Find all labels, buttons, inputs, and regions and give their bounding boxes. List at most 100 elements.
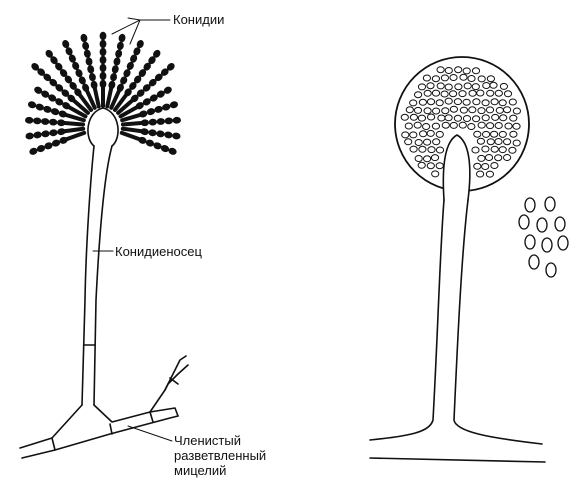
sterigma (95, 87, 99, 107)
spore (474, 131, 481, 137)
free-spore (529, 255, 539, 269)
spore (454, 115, 461, 121)
conidium (100, 72, 107, 80)
spore (455, 67, 462, 73)
spore (402, 132, 409, 138)
spore (477, 171, 484, 177)
spore (469, 90, 476, 96)
spore (445, 98, 452, 104)
spore (469, 107, 476, 113)
spore (478, 108, 485, 114)
conidium (111, 64, 119, 74)
spore (486, 107, 493, 113)
spore (418, 115, 425, 121)
spore (415, 140, 422, 146)
conidium (85, 57, 93, 67)
spore (474, 163, 481, 169)
conidium (42, 105, 52, 114)
spore (487, 76, 494, 82)
substrate-line (370, 458, 545, 462)
spore (491, 146, 498, 152)
conidium (90, 80, 98, 90)
spore (445, 115, 452, 121)
spore (432, 90, 439, 96)
conidium (41, 118, 50, 125)
spore (463, 68, 470, 74)
spore (414, 122, 421, 128)
spore (478, 122, 485, 128)
spore (419, 99, 426, 105)
spore (415, 92, 422, 98)
spore (483, 83, 490, 89)
conidium (172, 117, 181, 124)
conidium (148, 118, 157, 125)
spore (472, 84, 479, 90)
conidium (50, 107, 60, 116)
conidium (35, 103, 45, 112)
spore (483, 131, 490, 137)
spore (468, 76, 475, 82)
spore (513, 123, 520, 129)
free-spore (555, 217, 565, 231)
spore (405, 139, 412, 145)
spore (495, 123, 502, 129)
free-spore (537, 218, 547, 232)
spore (438, 115, 445, 121)
spore (460, 74, 467, 80)
spore (436, 147, 443, 153)
free-spore (525, 235, 535, 249)
conidium (100, 80, 107, 88)
spore (427, 163, 434, 169)
spore (459, 91, 466, 97)
conidium (100, 56, 107, 64)
spore (495, 155, 502, 161)
spore (509, 99, 516, 105)
spore (500, 83, 507, 89)
spore (441, 91, 448, 97)
spore (487, 139, 494, 145)
spore (437, 83, 444, 89)
spore (510, 131, 517, 137)
spore (499, 131, 506, 137)
conidium (114, 49, 122, 59)
sterigma (63, 129, 83, 132)
spore (432, 76, 439, 82)
label-conidia: Конидии (173, 12, 224, 27)
conidium (148, 129, 157, 137)
spore (418, 162, 425, 168)
spore (505, 123, 512, 129)
spore (450, 91, 457, 97)
conidium (81, 41, 89, 51)
spore (442, 122, 449, 128)
free-spore (558, 236, 568, 250)
conidium (87, 64, 95, 74)
conidium (100, 40, 107, 48)
spore (504, 91, 511, 97)
free-spore (525, 198, 535, 212)
spore (410, 132, 417, 138)
conidium (25, 117, 34, 124)
spore (433, 139, 440, 145)
spore (459, 122, 466, 128)
spore (441, 75, 448, 81)
sterigma (63, 123, 83, 125)
conidium (164, 117, 173, 124)
spore (432, 123, 439, 129)
spore (424, 90, 431, 96)
spore (454, 99, 461, 105)
spore (418, 84, 425, 90)
spore (424, 156, 431, 162)
released-spores (519, 197, 568, 277)
conidium (156, 130, 165, 138)
conidium (113, 57, 121, 67)
spore (490, 82, 497, 88)
spore (455, 84, 462, 90)
spore (487, 90, 494, 96)
spore (499, 147, 506, 153)
conidium (172, 132, 181, 140)
conidium (164, 131, 173, 139)
spore (509, 147, 516, 153)
spore (473, 99, 480, 105)
spore (442, 108, 449, 114)
